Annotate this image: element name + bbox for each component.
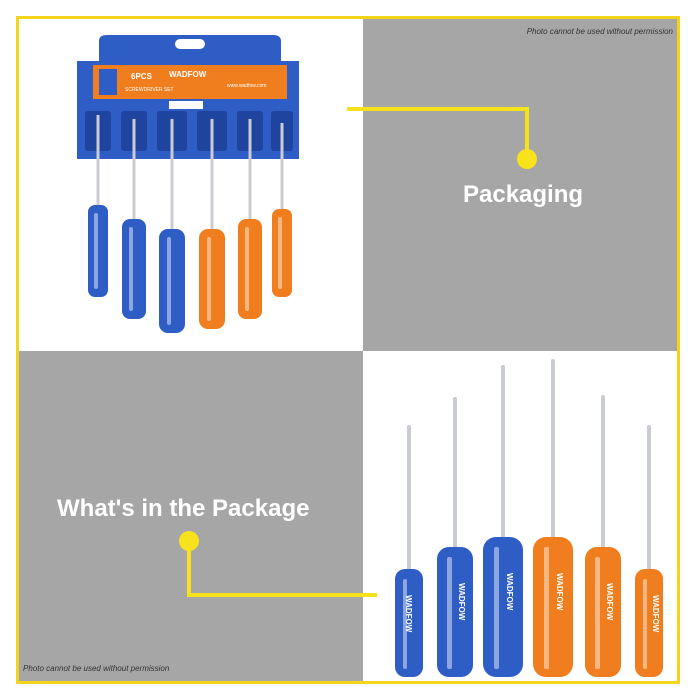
- card-count: 6PCS: [131, 72, 153, 81]
- svg-text:WADFOW: WADFOW: [605, 583, 614, 621]
- packaging-photo-panel: 6PCS SCREWDRIVER SET WADFOW www.wadfow.c…: [19, 19, 363, 351]
- svg-text:WADFOW: WADFOW: [555, 573, 564, 611]
- packaging-label: Packaging: [463, 181, 584, 208]
- package-shafts: [96, 115, 284, 229]
- whats-in-package-label: What's in the Package: [57, 495, 310, 522]
- screwdriver-set-illustration: WADFOW WADFOW WADFOW WADFOW WADFOW WADFO…: [395, 359, 663, 677]
- card-brand: WADFOW: [169, 70, 207, 79]
- product-image-frame: 6PCS SCREWDRIVER SET WADFOW www.wadfow.c…: [16, 16, 680, 684]
- screwdriver-handles-blue: [395, 537, 523, 677]
- permission-notice-top: Photo cannot be used without permission: [526, 27, 673, 36]
- package-card: [93, 65, 287, 99]
- svg-text:WADFOW: WADFOW: [505, 573, 514, 611]
- package-handles: [88, 205, 292, 333]
- contents-photo-panel: WADFOW WADFOW WADFOW WADFOW WADFOW WADFO…: [363, 351, 677, 681]
- permission-notice-bottom: Photo cannot be used without permission: [23, 664, 170, 673]
- card-url: www.wadfow.com: [227, 83, 266, 89]
- svg-text:WADFOW: WADFOW: [404, 595, 413, 633]
- card-side-stripe: [99, 69, 117, 95]
- handle-brand-labels: WADFOW WADFOW WADFOW WADFOW WADFOW WADFO…: [404, 573, 660, 633]
- card-product-name: SCREWDRIVER SET: [125, 87, 174, 93]
- package-handle-highlights: [94, 213, 282, 325]
- svg-text:WADFOW: WADFOW: [457, 583, 466, 621]
- screwdriver-shafts: [407, 359, 651, 575]
- handle-highlights: [403, 547, 647, 669]
- packaged-screwdriver-set-illustration: 6PCS SCREWDRIVER SET WADFOW www.wadfow.c…: [77, 35, 299, 333]
- packaging-caption-panel: [363, 19, 677, 351]
- screwdriver-handles-orange: [533, 537, 663, 677]
- svg-text:WADFOW: WADFOW: [651, 595, 660, 633]
- contents-caption-panel: [19, 351, 363, 681]
- hanger-hole: [175, 39, 205, 49]
- card-barcode: [169, 101, 203, 109]
